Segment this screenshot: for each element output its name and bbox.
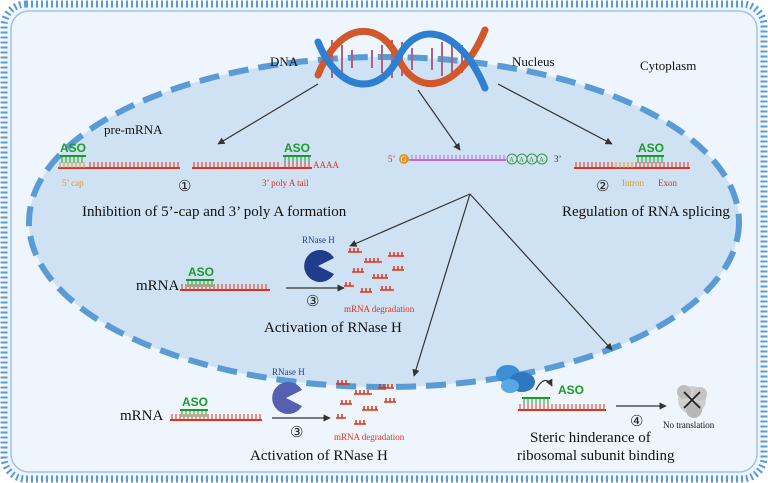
no-translation-label: No translation xyxy=(663,420,715,430)
steric-panel: ASO ④ No translation Steric hinderance o… xyxy=(496,365,715,464)
arrow-to-steric xyxy=(469,193,613,351)
ribosome-icon xyxy=(496,365,535,393)
steric-caption-line2: ribosomal subunit binding xyxy=(517,448,675,464)
poly-a-label: 3’ poly A tail xyxy=(262,178,309,188)
intron-label: Intron xyxy=(622,178,644,188)
arrow-to-nuclear-rnaseh xyxy=(349,193,471,247)
mrna-degradation-nucleus: mRNA degradation xyxy=(344,304,415,314)
regulation-caption: Regulation of RNA splicing xyxy=(562,204,730,220)
step-1-number: ① xyxy=(178,179,191,195)
arrow-to-cytoplasm-rnaseh xyxy=(412,193,471,377)
aso-cap-label: ASO xyxy=(60,141,86,155)
poly-a-2: A xyxy=(519,156,524,164)
poly-a-3: A xyxy=(529,156,534,164)
cap-g: G xyxy=(401,155,407,164)
dna-helix-icon xyxy=(314,26,489,92)
rnaseh-cytoplasm-panel: RNase H mRNA ASO ③ mRNA degradation Acti… xyxy=(120,367,405,464)
steric-caption-line1: Steric hinderance of xyxy=(530,430,651,446)
aso-polya-label: ASO xyxy=(284,141,310,155)
mrna-label-nucleus: mRNA xyxy=(136,278,180,294)
poly-a-1: A xyxy=(509,156,514,164)
aso-steric-label: ASO xyxy=(558,383,584,397)
step-4-number: ④ xyxy=(630,414,643,430)
cytoplasm-label: Cytoplasm xyxy=(640,58,696,73)
aso-nucleus-label: ASO xyxy=(188,265,214,279)
nucleus-label: Nucleus xyxy=(512,54,555,69)
poly-a-4: A xyxy=(539,156,544,164)
three-prime-label: 3’ xyxy=(554,154,562,164)
five-cap-label: 5’ cap xyxy=(62,178,84,188)
five-prime-label: 5’ xyxy=(388,154,396,164)
central-premrna: 5’ G A A A A 3’ xyxy=(388,153,562,165)
mrna-fragments-cytoplasm xyxy=(336,380,396,425)
step-3-number-nucleus: ③ xyxy=(306,294,319,310)
arrow-to-splicing xyxy=(497,83,613,145)
dna-label: DNA xyxy=(270,54,299,69)
exon-label: Exon xyxy=(658,178,677,188)
cap-polya-panel: pre-mRNA ASO 5’ cap ASO AAAA 3’ poly A t… xyxy=(58,122,347,220)
cell-membrane-inner xyxy=(10,10,758,473)
rnase-h-icon-cytoplasm xyxy=(272,382,302,414)
inhibition-caption: Inhibition of 5’-cap and 3’ poly A forma… xyxy=(82,204,347,220)
arrow-to-cap xyxy=(217,83,319,145)
activation-caption-nucleus: Activation of RNase H xyxy=(264,320,402,336)
rnase-h-label-cytoplasm: RNase H xyxy=(272,367,305,377)
rnase-h-label-nucleus: RNase H xyxy=(302,235,335,245)
mrna-degradation-cytoplasm: mRNA degradation xyxy=(334,432,405,442)
splicing-panel: ASO ② Intron Exon Regulation of RNA spli… xyxy=(562,141,730,220)
aso-splicing-label: ASO xyxy=(638,141,664,155)
mrna-label-cytoplasm: mRNA xyxy=(120,408,164,424)
mrna-fragments-nucleus xyxy=(344,248,404,293)
arrow-to-premrna xyxy=(417,89,461,151)
pre-mrna-label: pre-mRNA xyxy=(104,122,163,137)
aso-cytoplasm-label: ASO xyxy=(182,395,208,409)
rnaseh-nucleus-panel: RNase H mRNA ASO ③ mRNA degradation Acti… xyxy=(136,235,415,336)
activation-caption-cytoplasm: Activation of RNase H xyxy=(250,448,388,464)
rnase-h-icon-nucleus xyxy=(304,249,334,282)
aaaa-label: AAAA xyxy=(313,160,339,170)
no-translation-icon xyxy=(677,385,707,418)
step-2-number: ② xyxy=(596,179,609,195)
nucleus-envelope xyxy=(26,54,742,390)
step-3-number-cytoplasm: ③ xyxy=(290,425,303,441)
